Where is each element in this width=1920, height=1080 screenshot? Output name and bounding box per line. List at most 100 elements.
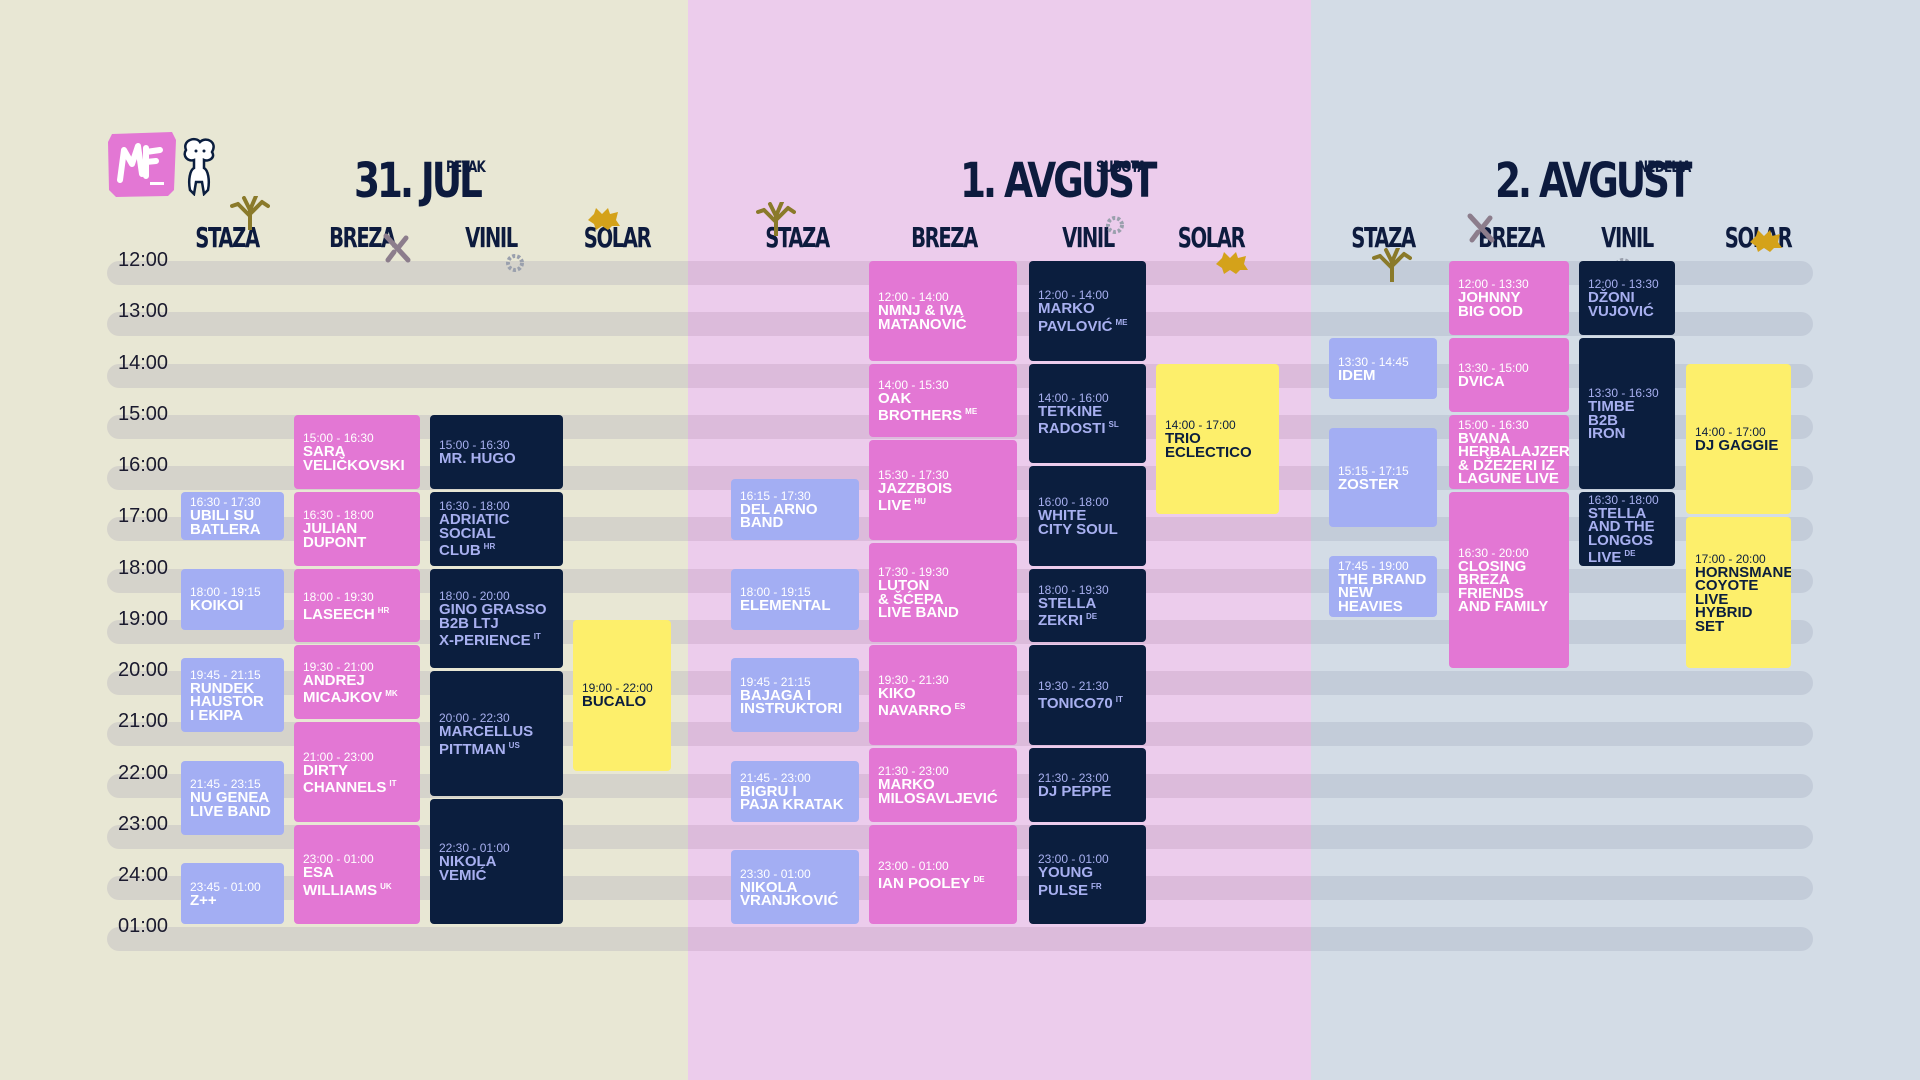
artist-name: BUCALO — [582, 693, 647, 711]
event-artist: IDEM — [1338, 368, 1428, 383]
ring-doodle-icon — [504, 252, 526, 279]
artist-name: YOUNG PULSE — [1038, 864, 1094, 899]
time-label: 17:00 — [118, 505, 169, 528]
event-time: 15:00 - 16:30 — [303, 431, 374, 446]
artist-name: GINO GRASSO B2B LTJ X-PERIENCE — [439, 601, 547, 649]
time-label: 13:00 — [118, 300, 169, 323]
country-tag: HR — [483, 542, 496, 552]
event-artist: JOHNNY BIG OOD — [1458, 291, 1560, 319]
time-label: 23:00 — [118, 812, 169, 835]
country-tag: DE — [973, 874, 985, 884]
artist-name: TETKINE RADOSTI — [1038, 402, 1106, 438]
time-label: 19:00 — [118, 607, 169, 630]
mascot-icon — [178, 136, 220, 197]
artist-name: Z++ — [190, 891, 217, 909]
artist-name: ADRIATIC SOCIAL CLUB — [439, 511, 510, 560]
artist-name: LUTON & ŠĆEPA LIVE BAND — [878, 577, 959, 622]
artist-name: DIRTY CHANNELS — [303, 761, 387, 796]
twig-doodle-icon — [1466, 212, 1496, 249]
event-artist: TRIO ECLECTICO — [1165, 431, 1270, 459]
event-time: 12:00 - 13:30 — [1588, 277, 1659, 292]
day-weekday: NEDELJA — [1638, 157, 1691, 176]
festival-logo-icon[interactable] — [106, 130, 178, 198]
event-artist: Z++ — [190, 891, 275, 909]
artist-name: ESA WILLIAMS — [303, 864, 378, 899]
artist-name: IAN POOLEY — [878, 874, 971, 892]
day-weekday: PETAK — [446, 157, 486, 176]
event-time: 18:00 - 19:15 — [190, 585, 261, 600]
artist-name: NU GENEA LIVE BAND — [190, 789, 271, 820]
event-time: 23:00 - 01:00 — [878, 858, 949, 873]
country-tag: MK — [385, 689, 398, 699]
country-tag: ME — [965, 407, 978, 417]
event-artist: BIGRU I PAJA KRATAK — [740, 784, 850, 812]
event-time: 21:00 - 23:00 — [303, 749, 374, 764]
event-time: 23:30 - 01:00 — [740, 866, 811, 881]
event-time: 18:00 - 19:30 — [1038, 582, 1109, 597]
country-tag: ES — [954, 702, 966, 712]
time-label: 22:00 — [118, 761, 169, 784]
sun-doodle-icon — [1748, 228, 1784, 259]
day-title: 31. JUL — [354, 153, 483, 209]
artist-name: UBILI SU BATLERA — [190, 507, 261, 538]
event-time: 16:30 - 17:30 — [190, 495, 261, 510]
artist-name: MARKO PAVLOVIĆ — [1038, 300, 1113, 335]
tree-doodle-icon — [1372, 246, 1412, 287]
event-time: 21:30 - 23:00 — [878, 764, 949, 779]
